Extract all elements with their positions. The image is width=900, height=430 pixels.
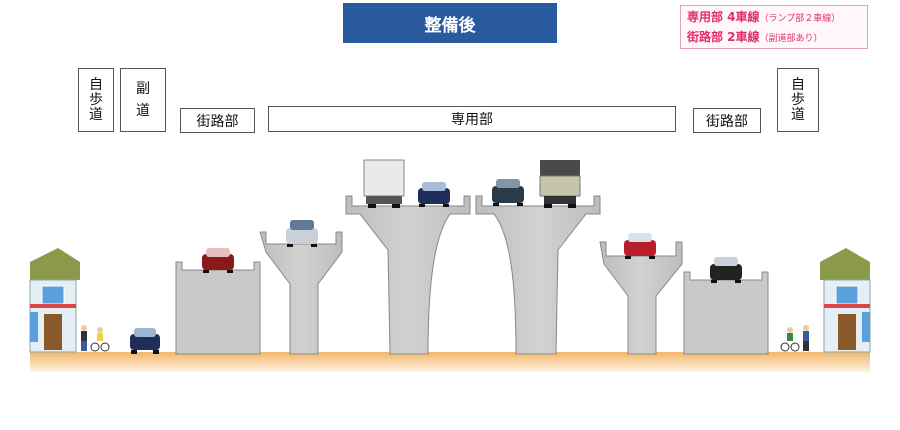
main-pier-right [475, 195, 601, 355]
street-box-right [683, 271, 769, 355]
ground [30, 352, 870, 372]
sidewalk-left-char: 歩 [89, 91, 103, 108]
cyclist-left [90, 327, 110, 352]
street-box-left [175, 261, 261, 355]
side-road-char: 道 [136, 103, 150, 119]
street-right-label: 街路部 [693, 108, 761, 133]
legend-ramp-note: （ランプ部２車線） [759, 14, 841, 24]
sidewalk-right-char: 自 [791, 76, 805, 93]
car-main-left [418, 182, 450, 207]
house-left [29, 248, 80, 353]
main-pier-left [345, 195, 471, 355]
sidewalk-left-label: 自 歩 道 [78, 68, 114, 132]
truck-right [539, 160, 581, 208]
legend-street-lanes: 街路部 2車線 [687, 30, 760, 44]
pedestrian-right [803, 325, 809, 351]
sidewalk-right-char: 歩 [791, 91, 805, 108]
car-ramp-right [624, 233, 656, 259]
dedicated-section-label: 専用部 [268, 106, 676, 132]
car-main-right [492, 179, 524, 206]
cyclist-right [780, 327, 800, 352]
house-right [820, 248, 871, 353]
sidewalk-left-char: 自 [89, 76, 103, 93]
ramp-pier-right [599, 241, 683, 355]
truck-left [363, 159, 405, 208]
sidewalk-left-char: 道 [89, 106, 103, 123]
page-title: 整備後 [343, 3, 557, 43]
side-road-label: 副 道 [120, 68, 166, 132]
street-left-label: 街路部 [180, 108, 255, 133]
car-ramp-left [286, 220, 318, 247]
car-street-right [710, 257, 742, 283]
lane-legend: 専用部 4車線（ランプ部２車線） 街路部 2車線（副道部あり） [680, 5, 868, 49]
sidewalk-right-char: 道 [791, 106, 805, 123]
car-side-road [130, 328, 160, 354]
ramp-pier-left [259, 231, 343, 355]
car-street-left [202, 248, 234, 273]
pedestrian-left [81, 325, 87, 351]
sidewalk-right-label: 自 歩 道 [777, 68, 819, 132]
legend-dedicated-lanes: 専用部 4車線 [687, 10, 760, 24]
legend-side-road-note: （副道部あり） [759, 34, 823, 44]
side-road-char: 副 [136, 81, 150, 97]
